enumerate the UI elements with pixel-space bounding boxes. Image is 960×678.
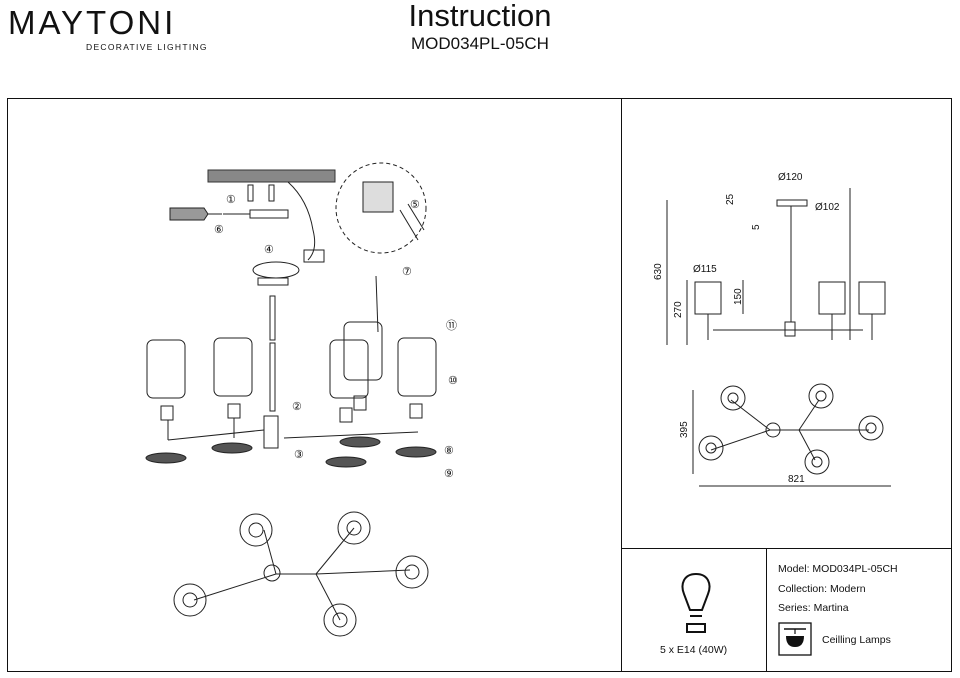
- assembly-diagram: ① ② ③ ④ ⑤ ⑥ ⑦ ⑧ ⑨ ⑩ ⑪: [145, 162, 458, 637]
- step-8: ⑧: [444, 445, 454, 457]
- spec-series: Series: Martina: [778, 602, 849, 614]
- divider-spec: [766, 548, 768, 672]
- dimension-diagram: Ø120 Ø102 Ø115 25 5 630 270 150 395 821: [653, 172, 891, 487]
- page-title: Instruction: [408, 0, 552, 33]
- divider-vertical: [621, 98, 623, 672]
- step-1: ①: [226, 194, 236, 206]
- step-3: ③: [294, 449, 304, 461]
- step-11: ⑪: [446, 319, 457, 332]
- step-4: ④: [264, 244, 274, 256]
- spec-type: Ceilling Lamps: [822, 634, 891, 646]
- spec-model: Model: MOD034PL-05CH: [778, 563, 898, 575]
- brand-tagline: DECORATIVE LIGHTING: [86, 42, 208, 52]
- dim-canopy-diameter: Ø120: [778, 172, 803, 183]
- dim-canopy-inner: Ø102: [815, 202, 840, 213]
- bulb-icon: [681, 572, 711, 633]
- dim-total-height: 630: [653, 263, 664, 280]
- dim-shade-height: 150: [733, 288, 744, 305]
- instruction-frame: [7, 98, 952, 672]
- dim-depth: 395: [679, 421, 690, 438]
- dim-shade-diameter: Ø115: [693, 264, 717, 275]
- step-10: ⑩: [448, 375, 458, 387]
- dim-arm-height: 270: [673, 301, 684, 318]
- divider-horizontal: [621, 548, 952, 550]
- model-code-header: MOD034PL-05CH: [411, 34, 549, 53]
- step-9: ⑨: [444, 468, 454, 480]
- dim-width: 821: [788, 474, 805, 485]
- spec-collection: Collection: Modern: [778, 583, 866, 595]
- step-7: ⑦: [402, 266, 412, 278]
- ceiling-lamp-icon: [778, 622, 812, 656]
- brand-logo: MAYTONI: [8, 4, 177, 41]
- step-2: ②: [292, 401, 302, 413]
- dim-canopy-height: 25: [725, 193, 736, 205]
- step-6: ⑥: [214, 224, 224, 236]
- dim-canopy-gap: 5: [751, 224, 762, 230]
- step-5: ⑤: [410, 199, 420, 211]
- lamp-spec: 5 x E14 (40W): [660, 644, 728, 656]
